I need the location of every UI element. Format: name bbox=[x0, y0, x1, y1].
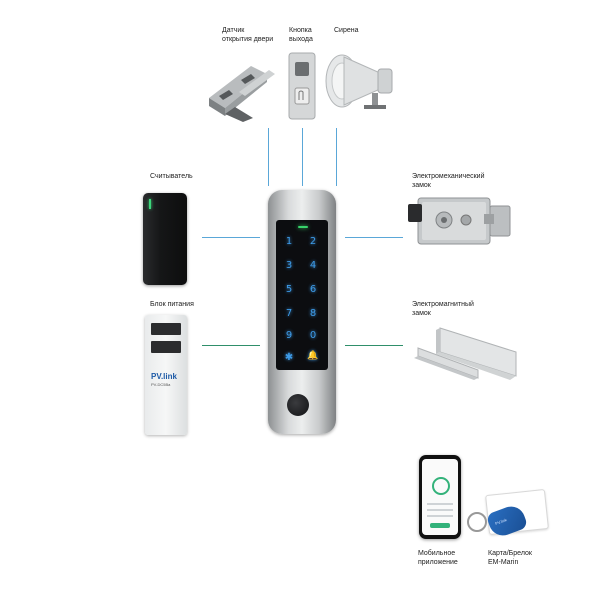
fingerprint-sensor bbox=[287, 394, 309, 416]
wire-exit-button bbox=[302, 128, 303, 186]
exit-button-icon bbox=[288, 52, 316, 120]
key-2: 2 bbox=[309, 236, 317, 247]
wire-electromechanical-lock bbox=[345, 237, 403, 238]
psu-model: PV-DC5Ba bbox=[151, 382, 171, 387]
key-9: 9 bbox=[285, 330, 293, 341]
psu-terminal-bottom bbox=[151, 341, 181, 353]
mobile-app-label: Мобильное приложение bbox=[418, 550, 458, 566]
key-5: 5 bbox=[285, 284, 293, 295]
key-0: 0 bbox=[309, 330, 317, 341]
app-row bbox=[427, 515, 453, 517]
keypad-led bbox=[298, 226, 308, 228]
key-6: 6 bbox=[309, 284, 317, 295]
reader-led bbox=[149, 199, 151, 209]
app-ring bbox=[432, 477, 450, 495]
wire-reader bbox=[202, 237, 260, 238]
power-unit-device: PV.link PV-DC5Ba bbox=[145, 315, 187, 435]
power-unit-label: Блок питания bbox=[150, 301, 194, 308]
key-7: 7 bbox=[285, 308, 293, 319]
mobile-phone-icon bbox=[419, 455, 461, 539]
electromagnetic-lock-icon bbox=[414, 327, 517, 380]
card-fob-label: Карта/Брелок EM-Marin bbox=[488, 550, 532, 566]
app-button bbox=[430, 523, 450, 528]
keypad-controller: 1 2 3 4 5 6 7 8 9 0 ✱ 🔔 bbox=[268, 190, 336, 434]
key-4: 4 bbox=[309, 260, 317, 271]
key-1: 1 bbox=[285, 236, 293, 247]
siren-icon bbox=[325, 54, 393, 109]
key-8: 8 bbox=[309, 308, 317, 319]
keypad-glass: 1 2 3 4 5 6 7 8 9 0 ✱ 🔔 bbox=[276, 220, 328, 370]
wire-door-sensor bbox=[268, 128, 269, 186]
key-star: ✱ bbox=[284, 352, 294, 363]
psu-brand: PV.link bbox=[151, 372, 177, 381]
door-sensor-icon bbox=[209, 66, 275, 122]
bell-icon: 🔔 bbox=[307, 351, 319, 361]
phone-screen bbox=[422, 459, 458, 535]
wire-siren bbox=[336, 128, 337, 186]
electromagnetic-lock-label: Электромагнитный замок bbox=[412, 301, 474, 317]
reader-device bbox=[143, 193, 187, 285]
app-row bbox=[427, 509, 453, 511]
exit-button-label: Кнопка выхода bbox=[289, 27, 313, 43]
psu-terminal-top bbox=[151, 323, 181, 335]
door-sensor-label: Датчик открытия двери bbox=[222, 27, 274, 43]
key-3: 3 bbox=[285, 260, 293, 271]
electromechanical-lock-icon bbox=[408, 197, 511, 245]
fob-brand: PV.link bbox=[494, 517, 508, 527]
wire-power-unit bbox=[202, 345, 260, 346]
reader-label: Считыватель bbox=[150, 173, 193, 180]
app-row bbox=[427, 503, 453, 505]
siren-label: Сирена bbox=[334, 27, 359, 34]
electromechanical-lock-label: Электромеханический замок bbox=[412, 173, 485, 189]
wire-electromagnetic-lock bbox=[345, 345, 403, 346]
key-ring bbox=[467, 512, 487, 532]
